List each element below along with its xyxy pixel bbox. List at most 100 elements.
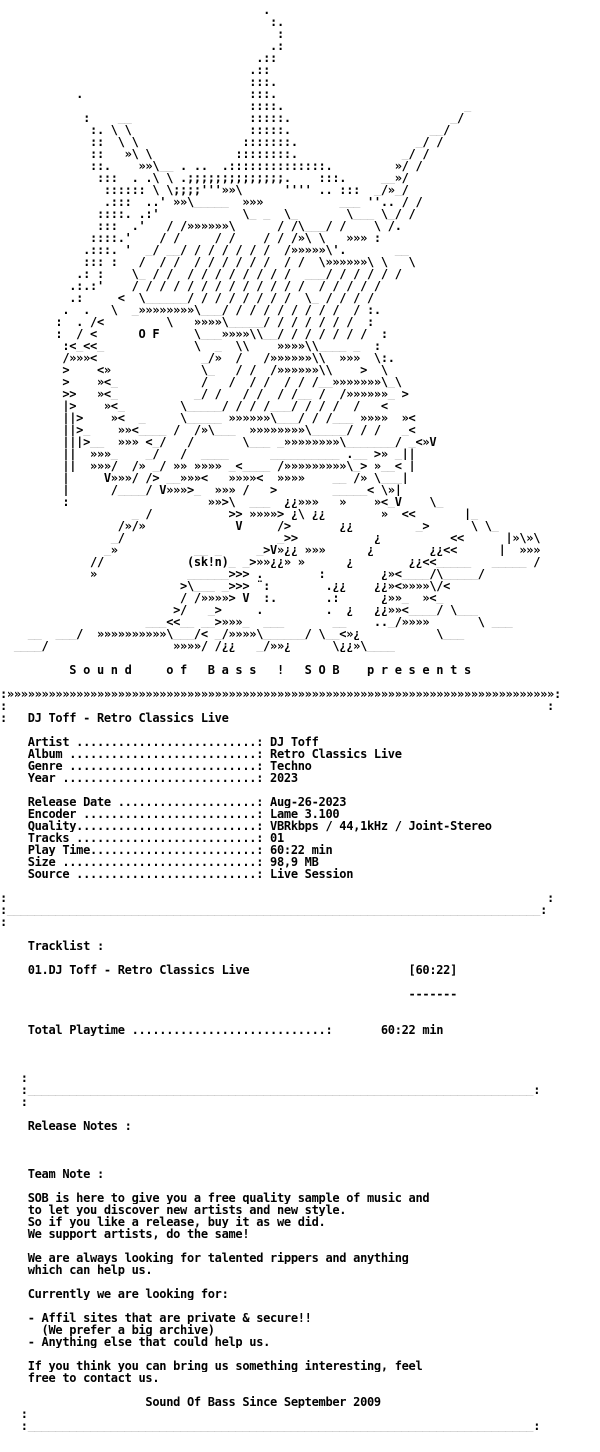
separator-rule: :_______________________________________… [0,1084,541,1096]
ascii-art-line: __ ___/ »»»»»»»»»»\___/< _/»»»»\______/ … [0,628,465,640]
footer-text: Sound Of Bass Since September 2009 [0,1396,381,1408]
ascii-art-line: _» __ _ _>V»¿¿ »»» ¿ ¿¿<< | »»» [0,544,541,556]
ascii-art-line: ::: : / / / / / / / / / / / \»»»»»»\ \ \ [0,256,416,268]
ascii-art-line: > »<_ / / / / / / /__»»»»»»»\_\ [0,376,402,388]
ascii-art-line: >\___ _>>> ¨: .¿¿ ¿¿»<»»»»\/< [0,580,451,592]
ascii-art-line: .:::. ' _/ __/ / / / / / / /»»»»»\'. __ [0,244,409,256]
ascii-art-line: :<_<<_ \ _ \\ »»»»\\____ _ : [0,340,381,352]
ascii-art-line: . [0,4,271,16]
info-row: Album ...........................: Retro… [0,748,402,760]
team-note-line: So if you like a release, buy it as we d… [0,1216,326,1228]
info-row: Play Time........................: 60:22… [0,844,333,856]
ascii-art-line: » ______>>> . : ¿»<____/\_____/ [0,568,485,580]
ascii-art-line: : [0,28,284,40]
ascii-art-line: ___<<__ __>»»»_ ___ __ .._/»»»» \ ___ [0,616,513,628]
separator-top: :»»»»»»»»»»»»»»»»»»»»»»»»»»»»»»»»»»»»»»»… [0,688,561,700]
spacer [0,1156,600,1168]
spacer [0,1132,600,1144]
team-note-line: Currently we are looking for: [0,1288,229,1300]
track-row: 01.DJ Toff - Retro Classics Live [60:22] [0,964,458,976]
ascii-art-line: ::: .' / /»»»»»»\ / /\___/ / \ /. [0,220,402,232]
release-title: : DJ Toff - Retro Classics Live [0,712,229,724]
frame-line: : : [0,700,554,712]
spacer [0,928,600,940]
frame-line: : [0,1408,28,1420]
frame-line: : [0,916,7,928]
info-row: Tracks ..........................: 01 [0,832,285,844]
ascii-art-line: | /____/ V»»»>_ »»» / > _____< \»| [0,484,402,496]
info-row: Quality..........................: VBRkb… [0,820,492,832]
spacer [0,1060,600,1072]
ascii-art-line: . :::. [0,88,277,100]
ascii-art-line: ____/ »»»»/ /¿¿ _/»»¿ \¿¿»\____ [0,640,395,652]
info-row: Size ............................: 98,9 … [0,856,319,868]
ascii-art-line: .: : \_ / / / / / / / / / / ___/ / / / /… [0,268,402,280]
spacer [0,784,600,796]
team-note-header: Team Note : [0,1168,104,1180]
ascii-art-line: .:: [0,52,277,64]
ascii-art-line: ::::.' / / / / / / /»\ \ »»» : [0,232,381,244]
team-note-line [0,1276,600,1288]
ascii-art-line: : / < O F \___»»»»\\__/ / / / / / / : [0,328,388,340]
team-note-line [0,1240,600,1252]
ascii-art-line: :: \ \ :::::::. _/ / [0,136,444,148]
ascii-art-line: :: »\ \ ::::::::. _/ / [0,148,430,160]
ascii-art-line: |||>__ »»» <_/ / \___ _»»»»»»»»\_______/… [0,436,437,448]
team-note-line: - Anything else that could help us. [0,1336,271,1348]
spacer [0,952,600,964]
ascii-art-line: .:: [0,64,271,76]
ascii-art-line: ::: . .\ \ .;;;;;;;;;;;;;;. :::. __»/ [0,172,409,184]
team-note-line: (We prefer a big archive) [0,1324,215,1336]
ascii-art-line: > <» \_ / / /»»»»»»\\ > \ [0,364,388,376]
ascii-art-line: / /»»»»> V :. .: ¿»»_ »<_ [0,592,444,604]
spacer [0,1012,600,1024]
team-note-line [0,1300,600,1312]
ascii-art-line: || »»»_ _/ / ____ __________ .__ >» _|| [0,448,416,460]
ascii-art-line: .:.:' / / / / / / / / / / / / / / / / / … [0,280,381,292]
ascii-art-line: : . /< \ »»»»\_____/ / / / / / / : [0,316,374,328]
team-note-line: We support artists, do the same! [0,1228,250,1240]
spacer [0,1000,600,1012]
ascii-art-line: _ / >> »»»»> ¿\ ¿¿ » << |_ [0,508,479,520]
ascii-art-line: /»»»< _/» / /»»»»»»\\ »»» \:. [0,352,395,364]
spacer [0,1108,600,1120]
nfo-document: . :. : .: .:: [0,4,600,1432]
ascii-art-line: ||> »< _ \_____ »»»»»»\___/ / /___ »»»» … [0,412,416,424]
tracklist-header: Tracklist : [0,940,104,952]
team-note-line: If you think you can bring us something … [0,1360,423,1372]
ascii-art-line: >> »<_ _/ / / / / /__ / /»»»»»»_ > [0,388,409,400]
presents-banner: S o u n d o f B a s s ! S O B p r e s e … [0,664,471,676]
spacer [0,676,600,688]
spacer [0,724,600,736]
spacer [0,1048,600,1060]
ascii-art-line: : »»>\ ___ ¿¿»»» » »<_V \_ [0,496,444,508]
team-note-line: which can help us. [0,1264,153,1276]
spacer [0,976,600,988]
spacer [0,1036,600,1048]
ascii-art-line: .: [0,40,284,52]
ascii-art-line: . . \ _»»»»»»»»\___/ / / / / / / / / / :… [0,304,381,316]
ascii-art-line: // (sk!n)_ _>»»¿¿» » ¿ ¿¿<<_____ _____ / [0,556,541,568]
info-row: Artist ..........................: DJ To… [0,736,319,748]
tracks-underline: ------- [0,988,458,1000]
team-note-line: free to contact us. [0,1372,160,1384]
frame-line: : : [0,892,554,904]
ascii-art-line: :. \ \ :::::. __/ [0,124,451,136]
ascii-art-line: >/ _> . . ¿ ¿¿»»<____/ \___ [0,604,478,616]
info-row: Year ............................: 2023 [0,772,298,784]
ascii-art-line: /»/» V /> ¿¿ _> \ \_ [0,520,499,532]
ascii-art-line: | V»»»/ /> __»»»< »»»»< »»»» __ /» \___| [0,472,409,484]
ascii-art-line: :::::: \ \;;;;'''»»\ '''' .. ::: _/»_/ [0,184,409,196]
ascii-art-line: ::. »»\__ . .. .::::::::::::::. »/ / [0,160,423,172]
ascii-art-line: :. [0,16,284,28]
team-note-line [0,1348,600,1360]
team-note-line: to let you discover new artists and new … [0,1204,347,1216]
ascii-art-line: |> »<_ \_____/ / / /___/ / / / / < [0,400,388,412]
ascii-art-line: ::::. .:' \_ _ \_ \___ \_/ / [0,208,416,220]
separator-rule: :_______________________________________… [0,1420,541,1432]
info-row: Genre ...........................: Techn… [0,760,312,772]
total-playtime: Total Playtime .........................… [0,1024,444,1036]
ascii-art-line: :::. [0,76,277,88]
team-note-line: - Affil sites that are private & secure!… [0,1312,312,1324]
spacer [0,1384,600,1396]
